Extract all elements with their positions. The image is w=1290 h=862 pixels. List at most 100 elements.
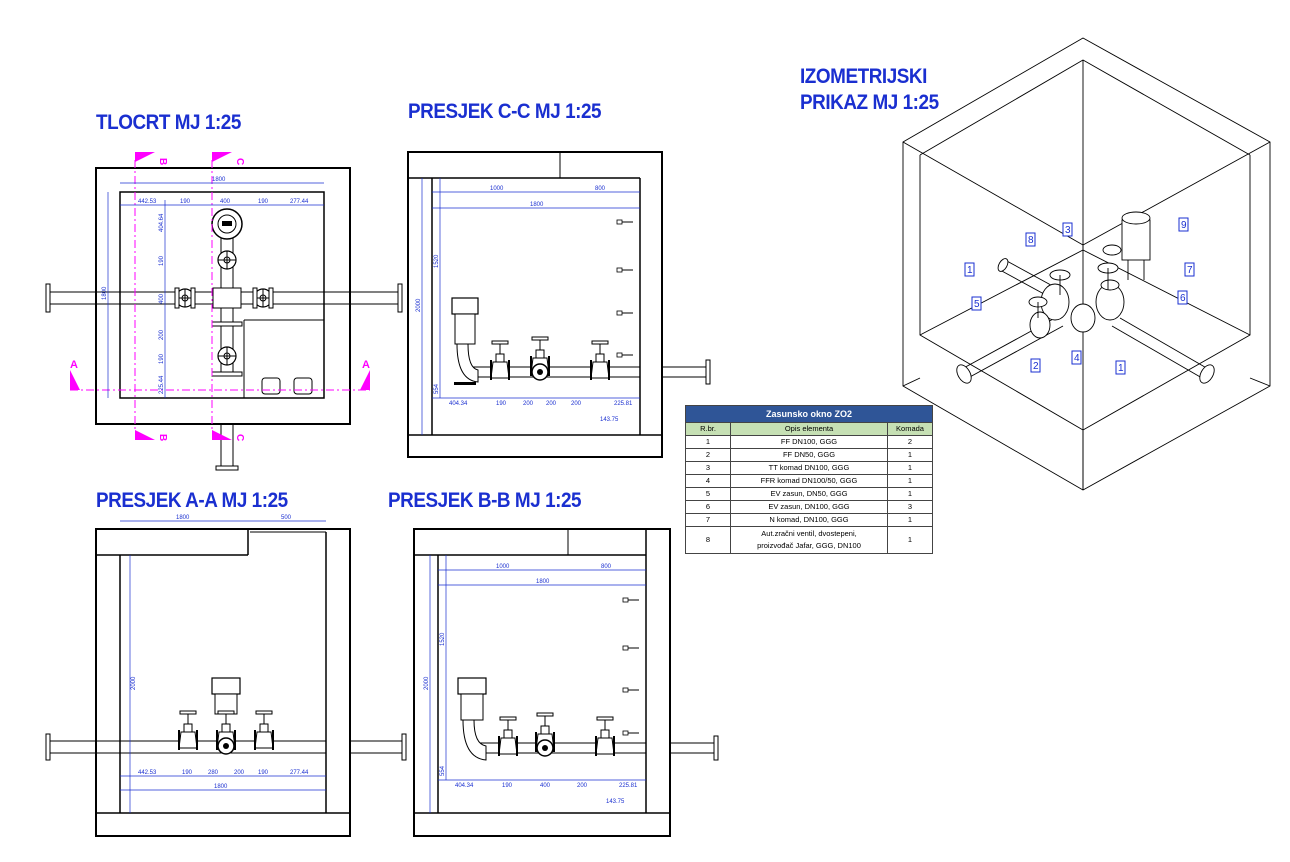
dim-bb-bottom-2: 400: [540, 783, 551, 789]
marker-b-top: B: [157, 158, 168, 165]
bom-cell-komada: 1: [887, 526, 933, 554]
iso-label-5: 5: [974, 299, 980, 310]
dim-bb-bottom-4: 225.81: [619, 783, 638, 789]
bom-header-opis: Opis elementa: [730, 422, 888, 436]
title-tlocrt: TLOCRT MJ 1:25: [96, 111, 241, 134]
dim-plan-left-2: 400: [159, 293, 165, 304]
dim-plan-left-3: 200: [159, 329, 165, 340]
bom-table: Zasunsko okno ZO2 R.br. Opis elementa Ko…: [685, 405, 933, 554]
dim-cc-bottom-1: 190: [496, 401, 507, 407]
bom-cell-komada: 2: [887, 435, 933, 449]
bom-cell-opis: FF DN100, GGG: [730, 435, 888, 449]
dim-bb-bottom-3: 200: [577, 783, 588, 789]
dim-aa-bottom-0: 442.53: [138, 770, 157, 776]
dim-bb-left-upper: 1520: [440, 632, 446, 646]
isometric-view: [902, 37, 1271, 491]
dim-plan-left-0: 404.64: [159, 213, 165, 232]
bom-cell-opis: Aut.zračni ventil, dvostepeni, proizvođa…: [730, 526, 888, 554]
iso-label-7: 7: [1187, 265, 1193, 276]
dim-plan-top-2: 400: [220, 199, 231, 205]
dim-cc-bottom-3: 200: [546, 401, 557, 407]
dim-aa-bottom-1: 190: [182, 770, 193, 776]
bom-row: 8 Aut.zračni ventil, dvostepeni, proizvo…: [685, 526, 933, 554]
bom-cell-opis: FFR komad DN100/50, GGG: [730, 474, 888, 488]
dim-aa-bottom-2: 280: [208, 770, 219, 776]
bom-cell-opis: FF DN50, GGG: [730, 448, 888, 462]
plan-view: B C B C A A 1800 442.53 190 400 190 277.…: [45, 152, 403, 471]
section-bb-view: 1000 800 1800 2000 1520 554 404.34 190 4…: [413, 528, 719, 837]
iso-label-9: 9: [1181, 220, 1187, 231]
bom-cell-komada: 1: [887, 487, 933, 501]
dim-bb-top-total: 1800: [536, 579, 550, 585]
dim-aa-bottom-total: 1800: [214, 784, 228, 790]
title-presjek-cc: PRESJEK C-C MJ 1:25: [408, 100, 602, 123]
dim-aa-bottom-4: 190: [258, 770, 269, 776]
bom-cell-rbr: 7: [685, 513, 731, 527]
bom-cell-opis: EV zasun, DN100, GGG: [730, 500, 888, 514]
title-izometrija-1: IZOMETRIJSKI: [800, 65, 927, 88]
iso-label-2: 2: [1033, 361, 1039, 372]
marker-b-bottom: B: [157, 434, 168, 441]
bom-cell-komada: 1: [887, 448, 933, 462]
marker-c-top: C: [234, 158, 245, 165]
dim-plan-left-total: 1800: [102, 286, 108, 300]
bom-cell-rbr: 3: [685, 461, 731, 475]
dim-plan-left-4: 190: [159, 353, 165, 364]
bom-cell-opis-line1: Aut.zračni ventil, dvostepeni,: [761, 529, 857, 538]
bom-title: Zasunsko okno ZO2: [685, 405, 933, 423]
dim-plan-top-1: 190: [180, 199, 191, 205]
dim-plan-left-5: 225.44: [159, 375, 165, 394]
section-cc-view: 1000 800 1800 2000 1520 554 404.34 190 2…: [407, 151, 711, 458]
bom-row: 3 TT komad DN100, GGG 1: [685, 461, 933, 475]
dim-aa-top-0: 1800: [176, 515, 190, 521]
dim-cc-bottom-0: 404.34: [449, 401, 468, 407]
dim-cc-top-total: 1800: [530, 202, 544, 208]
iso-label-1b: 1: [1118, 363, 1124, 374]
dim-bb-top-1: 800: [601, 564, 612, 570]
dim-aa-left-total: 2000: [131, 676, 137, 690]
dim-cc-bottom-extra: 143.75: [600, 417, 619, 423]
dim-plan-top-4: 277.44: [290, 199, 309, 205]
bom-header-komada: Komada: [887, 422, 933, 436]
title-izometrija-2: PRIKAZ MJ 1:25: [800, 91, 939, 114]
dim-cc-left-lower: 554: [434, 383, 440, 394]
bom-cell-rbr: 6: [685, 500, 731, 514]
isometric-labels: 1 2 3 4 5 6 7 8 9 1: [964, 217, 1195, 375]
dim-cc-top-1: 800: [595, 186, 606, 192]
bom-row: 6 EV zasun, DN100, GGG 3: [685, 500, 933, 514]
bom-row: 2 FF DN50, GGG 1: [685, 448, 933, 462]
marker-c-bottom: C: [234, 434, 245, 441]
bom-cell-opis: EV zasun, DN50, GGG: [730, 487, 888, 501]
bom-header-rbr: R.br.: [685, 422, 731, 436]
marker-a-left: A: [70, 359, 78, 371]
dim-bb-left-lower: 554: [440, 765, 446, 776]
bom-cell-komada: 1: [887, 474, 933, 488]
dim-plan-left-1: 190: [159, 255, 165, 266]
dim-cc-bottom-4: 200: [571, 401, 582, 407]
dim-aa-bottom-3: 200: [234, 770, 245, 776]
iso-label-1a: 1: [967, 265, 973, 276]
dim-bb-top-0: 1000: [496, 564, 510, 570]
bom-row: 1 FF DN100, GGG 2: [685, 435, 933, 449]
dim-cc-top-0: 1000: [490, 186, 504, 192]
bom-cell-opis-line2: proizvođač Jafar, GGG, DN100: [757, 541, 861, 550]
iso-label-3: 3: [1065, 225, 1071, 236]
iso-label-4: 4: [1074, 353, 1080, 364]
marker-a-right: A: [362, 359, 370, 371]
dim-cc-bottom-2: 200: [523, 401, 534, 407]
bom-cell-rbr: 4: [685, 474, 731, 488]
bom-row: 5 EV zasun, DN50, GGG 1: [685, 487, 933, 501]
dim-plan-top-3: 190: [258, 199, 269, 205]
dim-aa-top-1: 500: [281, 515, 292, 521]
dim-bb-left-total: 2000: [424, 676, 430, 690]
iso-label-6: 6: [1180, 293, 1186, 304]
bom-cell-komada: 1: [887, 513, 933, 527]
bom-cell-rbr: 5: [685, 487, 731, 501]
bom-cell-opis: N komad, DN100, GGG: [730, 513, 888, 527]
dim-plan-top-0: 442.53: [138, 199, 157, 205]
dim-cc-left-total: 2000: [416, 298, 422, 312]
dim-plan-top-total: 1800: [212, 177, 226, 183]
title-presjek-bb: PRESJEK B-B MJ 1:25: [388, 489, 582, 512]
bom-cell-komada: 3: [887, 500, 933, 514]
